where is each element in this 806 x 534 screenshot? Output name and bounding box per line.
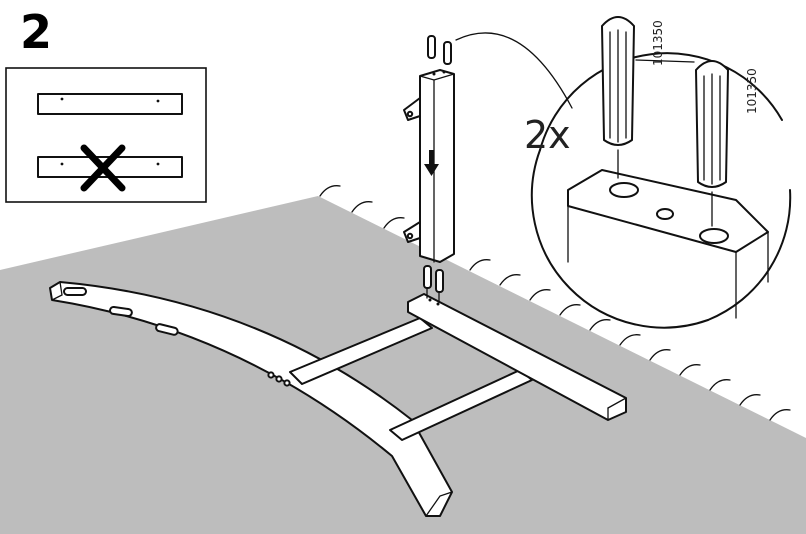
- floor: [0, 196, 806, 534]
- lower-dowels: [423, 265, 444, 303]
- orientation-guide-frame: [5, 67, 207, 203]
- dowel-large-left: [601, 16, 635, 179]
- dowel-large-right: [695, 60, 729, 227]
- quantity-label: 2x: [524, 113, 571, 157]
- arrow-down-icon: [424, 150, 439, 176]
- orientation-guide: [5, 67, 207, 203]
- callout-leader: [455, 32, 573, 109]
- board-correct-orientation: [37, 93, 183, 115]
- part-number-label: 101350: [745, 68, 759, 114]
- carpet-fringe: [319, 185, 791, 421]
- part-number-label: 101350: [651, 20, 665, 66]
- detail-callout: [530, 16, 792, 329]
- chair-base-frame: [49, 281, 627, 517]
- wooden-dowel-icon: [427, 35, 452, 65]
- step-number: 2: [20, 5, 52, 59]
- cross-icon: [80, 144, 126, 192]
